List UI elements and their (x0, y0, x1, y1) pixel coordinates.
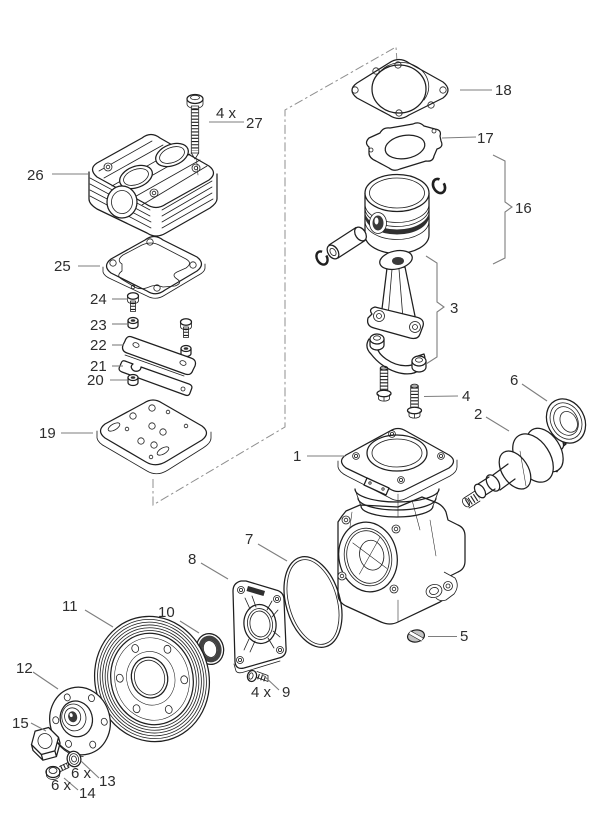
callout-9-qty: 4 x (251, 684, 272, 701)
callout-4-leader (423, 395, 459, 398)
valve-screw-b (179, 318, 193, 338)
head-bolt (186, 93, 204, 176)
callout-17-label: 17 (477, 130, 494, 147)
callout-2-leader (485, 416, 510, 432)
callout-23-label: 23 (90, 317, 107, 334)
callout-14-qty: 6 x (51, 777, 72, 794)
callout-17-leader (441, 136, 477, 139)
valve-nut (127, 316, 139, 330)
callout-6-leader (521, 383, 548, 402)
callout-14-leader (63, 777, 79, 791)
assembly-axis-line (152, 46, 398, 506)
reed-nut (127, 373, 139, 387)
head-gasket (102, 235, 206, 299)
callout-14-label: 14 (79, 785, 96, 802)
callout-11-leader (84, 609, 114, 628)
cylinder-head (88, 133, 218, 237)
callout-12-leader (32, 671, 59, 690)
callout-8-label: 8 (188, 551, 196, 568)
callout-2-label: 2 (474, 406, 482, 423)
crankcase (337, 427, 466, 625)
pulley (93, 615, 211, 743)
callout-5-label: 5 (460, 628, 468, 645)
callout-22-label: 22 (90, 337, 107, 354)
valve-plate (96, 399, 212, 475)
cylinder-gasket (351, 58, 449, 120)
callout-13-leader (80, 760, 100, 779)
cover-screw (246, 669, 269, 683)
hub (49, 686, 111, 757)
piston-assembly (315, 173, 447, 266)
hub-bolt (45, 762, 70, 780)
intermediate-gasket (365, 122, 443, 171)
callout-9-leader (261, 673, 280, 691)
bearing-cover (232, 580, 287, 674)
callout-10-label: 10 (158, 604, 175, 621)
callout-7-label: 7 (245, 531, 253, 548)
valve-screw (126, 292, 140, 312)
callout-13-label: 13 (99, 773, 116, 790)
callout-27-label: 27 (246, 115, 263, 132)
connecting-rod (366, 249, 427, 375)
callout-16-bracket (492, 154, 513, 265)
callout-21-label: 21 (90, 358, 107, 375)
callout-1-label: 1 (293, 448, 301, 465)
callout-7-leader (257, 543, 288, 562)
callout-20-label: 20 (87, 372, 104, 389)
callout-18-label: 18 (495, 82, 512, 99)
washer (66, 750, 82, 768)
plug (406, 629, 426, 643)
callout-13-qty: 6 x (71, 765, 92, 782)
callout-26-label: 26 (27, 167, 44, 184)
circlip-upper (431, 177, 447, 195)
piston-pin (326, 226, 367, 260)
callout-19-label: 19 (39, 425, 56, 442)
callout-25-label: 25 (54, 258, 71, 275)
stud-bolt-a (376, 365, 392, 402)
callout-15-label: 15 (12, 715, 29, 732)
o-ring (283, 556, 343, 648)
callout-12-label: 12 (16, 660, 33, 677)
reed-valve-plate (118, 360, 193, 397)
shaft-seal (545, 398, 587, 444)
callout-9-label: 9 (282, 684, 290, 701)
circlip-lower (315, 250, 329, 266)
callout-6-label: 6 (510, 372, 518, 389)
bearing-cap (366, 333, 427, 375)
callout-27-qty: 4 x (216, 105, 237, 122)
callout-4-label: 4 (462, 388, 470, 405)
stud-bolt-b (406, 383, 423, 419)
callout-15-leader (30, 722, 47, 732)
callout-3-bracket (425, 255, 445, 365)
valve-backing-plate (121, 335, 197, 377)
callout-11-label: 11 (62, 598, 78, 615)
callout-16-label: 16 (515, 200, 532, 217)
callout-24-label: 24 (90, 291, 107, 308)
callout-10-leader (179, 620, 200, 634)
callout-8-leader (200, 562, 229, 580)
hex-nut (30, 726, 61, 761)
callout-3-label: 3 (450, 300, 458, 317)
